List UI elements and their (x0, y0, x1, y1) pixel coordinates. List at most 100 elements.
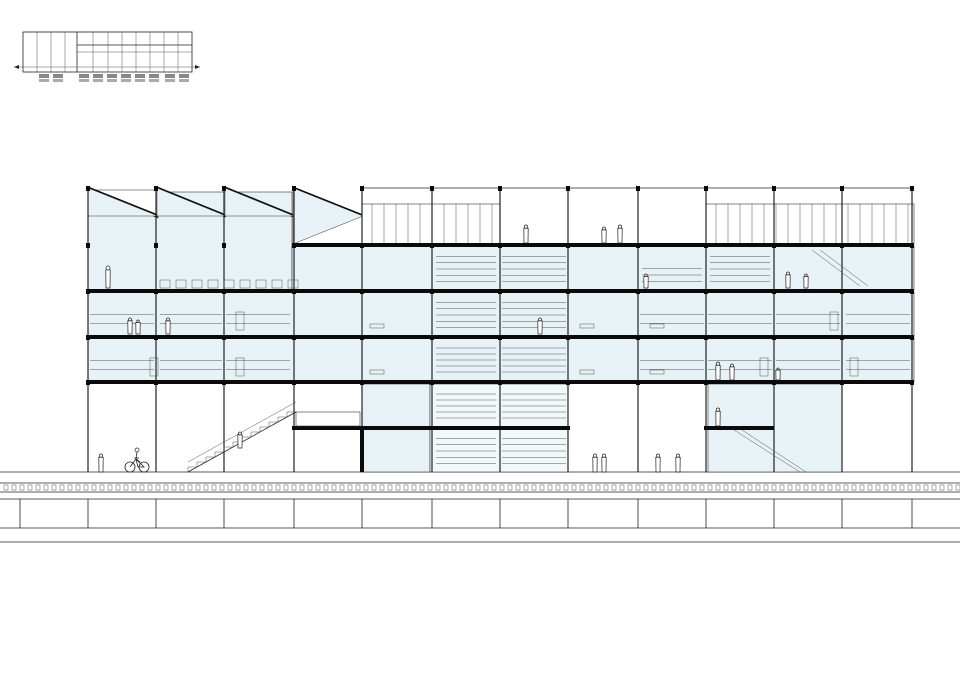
rooftop-louvre-right (705, 203, 915, 245)
foundation-tooth (939, 484, 945, 491)
counter (369, 369, 385, 375)
foundation-tooth (595, 484, 601, 491)
foundation-tooth (771, 484, 777, 491)
foundation-tooth (651, 484, 657, 491)
foundation-tooth (675, 484, 681, 491)
foundation-tooth (659, 484, 665, 491)
person-icon (127, 317, 133, 335)
column-node (222, 243, 226, 248)
column-node (360, 186, 364, 191)
desk (175, 279, 187, 289)
foundation-tooth (715, 484, 721, 491)
foundation-tooth (707, 484, 713, 491)
key-plan-label-mark (121, 79, 131, 82)
key-plan-label-mark (93, 79, 103, 82)
foundation-tooth (147, 484, 153, 491)
key-plan-label-mark (93, 74, 103, 78)
key-plan-label-mark (165, 74, 175, 78)
door (235, 357, 245, 377)
foundation-tooth (443, 484, 449, 491)
foundation-tooth (43, 484, 49, 491)
people-figures (98, 224, 809, 473)
person-icon (675, 453, 681, 473)
foundation-tooth (371, 484, 377, 491)
key-plan-labels (39, 74, 189, 82)
door (149, 357, 159, 377)
column-node (154, 186, 158, 191)
door (829, 311, 839, 331)
column-node (430, 186, 434, 191)
foundation-tooth (75, 484, 81, 491)
bicycle-icon (124, 447, 150, 473)
foundation-tooth (115, 484, 121, 491)
foundation-tooth (91, 484, 97, 491)
person-icon (592, 453, 598, 473)
key-plan-label-mark (39, 79, 49, 82)
key-plan-label-mark (179, 79, 189, 82)
column-node (222, 186, 226, 191)
foundation-tooth (83, 484, 89, 491)
foundation-tooth (787, 484, 793, 491)
stair-step (214, 451, 224, 457)
foundation-tooth (203, 484, 209, 491)
foundation-tooth (731, 484, 737, 491)
foundation-tooth (859, 484, 865, 491)
counter (579, 323, 595, 329)
desk (191, 279, 203, 289)
foundation-tooth (411, 484, 417, 491)
foundation-tooth (619, 484, 625, 491)
foundation-tooth (211, 484, 217, 491)
stair-step (187, 466, 197, 472)
foundation-tooth (339, 484, 345, 491)
key-plan-bays (36, 32, 179, 72)
foundation-tooth (755, 484, 761, 491)
desk (271, 279, 283, 289)
column-node (840, 186, 844, 191)
foundation-tooth (35, 484, 41, 491)
column-node (498, 186, 502, 191)
foundation-tooth (323, 484, 329, 491)
foundation-tooth (243, 484, 249, 491)
foundation-tooth (627, 484, 633, 491)
foundation-tooth (235, 484, 241, 491)
person-icon (105, 265, 111, 289)
foundation-tooth (555, 484, 561, 491)
person-icon (98, 453, 104, 473)
foundation-tooth (795, 484, 801, 491)
foundation-tooth (683, 484, 689, 491)
key-plan-label-mark (79, 74, 89, 78)
foundation-tooth (3, 484, 9, 491)
person-icon (715, 361, 721, 381)
foundation-tooth (931, 484, 937, 491)
key-plan-label-mark (53, 79, 63, 82)
foundation-tooth (155, 484, 161, 491)
person-icon (655, 453, 661, 473)
rooftop-structure (360, 187, 915, 245)
desk (255, 279, 267, 289)
floor-slabs (86, 243, 914, 472)
foundation-tooth (131, 484, 137, 491)
foundation-tooth (803, 484, 809, 491)
key-plan-label-mark (149, 74, 159, 78)
foundation-tooth (419, 484, 425, 491)
stair-step (250, 431, 260, 437)
foundation-tooth (563, 484, 569, 491)
desk (159, 279, 171, 289)
stair-step (286, 411, 296, 417)
foundation-tooth (451, 484, 457, 491)
foundation-tooth (331, 484, 337, 491)
foundation-tooth (763, 484, 769, 491)
foundation-tooth (819, 484, 825, 491)
person-icon (643, 273, 649, 289)
foundation-tooth (219, 484, 225, 491)
person-icon (237, 431, 243, 449)
stair-step (268, 421, 278, 427)
internal-stair-upper (811, 249, 869, 287)
column-node (86, 186, 90, 191)
foundation-tooth (571, 484, 577, 491)
door (235, 311, 245, 331)
foundation-tooth (691, 484, 697, 491)
foundation-tooth (67, 484, 73, 491)
foundation-tooth (891, 484, 897, 491)
